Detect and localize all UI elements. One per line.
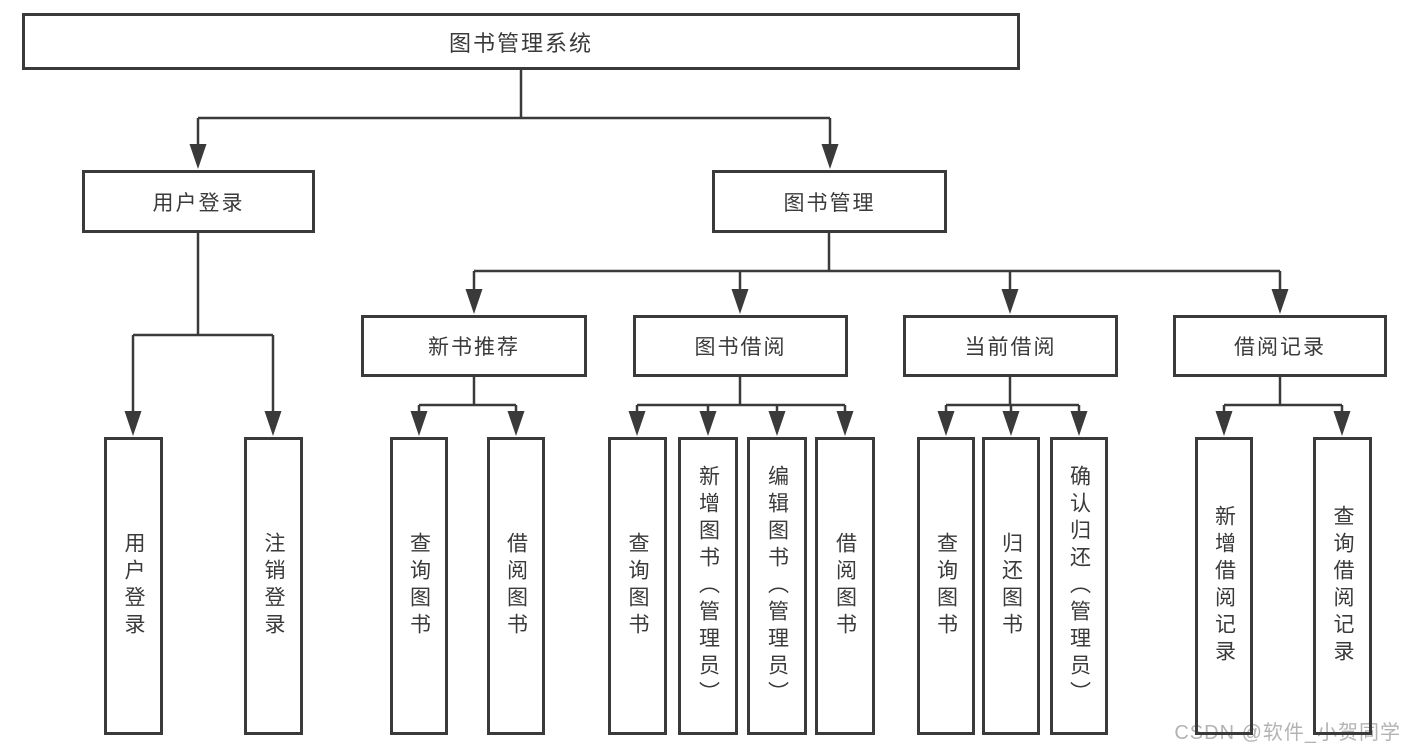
node-book-management: 图书管理 — [712, 170, 947, 233]
node-label: 图书借阅 — [694, 336, 787, 359]
node-label: 当前借阅 — [964, 336, 1057, 359]
leaf-query-borrow-record: 查询借阅记录 — [1313, 437, 1372, 735]
leaf-borrow-books-recommend: 借阅图书 — [487, 437, 545, 735]
connector-new-book-recommend-to-leaves — [410, 377, 525, 436]
arrowhead — [507, 411, 525, 436]
node-library-management-system: 图书管理系统 — [22, 13, 1020, 70]
node-label: 归还图书 — [999, 532, 1023, 640]
node-label: 查询图书 — [934, 532, 958, 640]
node-label: 图书管理 — [783, 191, 876, 215]
leaf-query-books-current: 查询图书 — [917, 437, 975, 735]
node-label: 借阅记录 — [1234, 336, 1326, 359]
leaf-edit-books-admin: 编辑图书（管理员） — [747, 437, 807, 735]
arrowhead — [465, 289, 483, 314]
node-label: 查询借阅记录 — [1331, 505, 1354, 667]
arrowhead — [124, 411, 142, 436]
arrowhead — [264, 411, 282, 436]
leaf-query-books-recommend: 查询图书 — [390, 437, 448, 735]
connector-book-management-to-level3 — [465, 233, 1289, 314]
arrowhead — [628, 411, 646, 436]
connector-borrowing-records-to-leaves — [1215, 377, 1351, 436]
leaf-user-login: 用户登录 — [104, 437, 163, 735]
connector-book-borrowing-to-leaves — [628, 377, 854, 436]
leaf-add-borrow-record: 新增借阅记录 — [1195, 437, 1253, 735]
connector-current-borrowing-to-leaves — [937, 377, 1088, 436]
node-label: 查询图书 — [626, 532, 649, 640]
node-label: 新增图书（管理员） — [696, 464, 720, 708]
arrowhead — [1002, 411, 1020, 436]
arrowhead — [1001, 289, 1019, 314]
node-label: 图书管理系统 — [448, 30, 593, 56]
node-label: 新增借阅记录 — [1212, 505, 1236, 667]
node-label: 确认归还（管理员） — [1067, 464, 1091, 708]
leaf-return-books: 归还图书 — [982, 437, 1040, 735]
arrowhead — [768, 411, 786, 436]
node-current-borrowing: 当前借阅 — [903, 315, 1118, 377]
arrowhead — [189, 144, 207, 169]
connector-user-login-to-leaves — [124, 233, 282, 436]
node-label: 查询图书 — [407, 532, 431, 640]
arrowhead — [699, 411, 717, 436]
node-label: 借阅图书 — [504, 532, 528, 640]
arrowhead — [1271, 289, 1289, 314]
arrowhead — [1333, 411, 1351, 436]
arrowhead — [410, 411, 428, 436]
arrowhead — [731, 289, 749, 314]
leaf-logout: 注销登录 — [244, 437, 303, 735]
node-user-login: 用户登录 — [82, 170, 315, 233]
arrowhead — [821, 144, 839, 169]
leaf-borrow-books: 借阅图书 — [815, 437, 875, 735]
arrowhead — [1215, 411, 1233, 436]
node-label: 新书推荐 — [428, 336, 520, 359]
node-label: 用户登录 — [152, 191, 245, 215]
node-label: 借阅图书 — [833, 532, 857, 640]
arrowhead — [937, 411, 955, 436]
node-new-book-recommend: 新书推荐 — [361, 315, 587, 377]
leaf-add-books-admin: 新增图书（管理员） — [678, 437, 738, 735]
csdn-watermark: CSDN @软件_小贺同学 — [1174, 722, 1401, 744]
arrowhead — [1070, 411, 1088, 436]
node-label: 用户登录 — [122, 532, 145, 640]
arrowhead — [836, 411, 854, 436]
node-borrowing-records: 借阅记录 — [1173, 315, 1387, 377]
leaf-confirm-return-admin: 确认归还（管理员） — [1050, 437, 1108, 735]
connector-root-to-level2 — [189, 70, 839, 169]
node-book-borrowing: 图书借阅 — [633, 315, 848, 377]
node-label: 编辑图书（管理员） — [765, 464, 789, 708]
node-label: 注销登录 — [262, 532, 285, 640]
leaf-query-books-borrowing: 查询图书 — [608, 437, 667, 735]
